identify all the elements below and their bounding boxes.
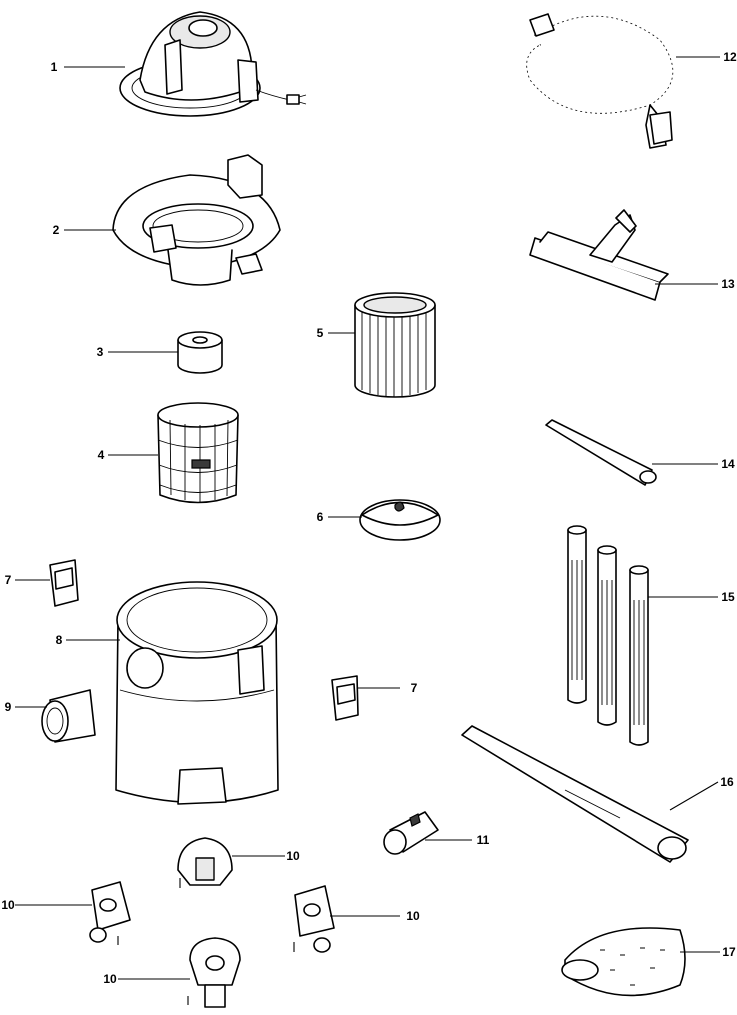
callout-16: 16: [720, 775, 734, 789]
callout-1: 1: [51, 60, 58, 74]
callout-10a: 10: [286, 849, 300, 863]
part-float-cage: [158, 403, 238, 503]
callout-10b: 10: [1, 898, 15, 912]
part-lid: [113, 155, 280, 285]
part-caster-d: [188, 938, 240, 1007]
part-caster-c: [294, 886, 334, 952]
callout-13: 13: [721, 277, 735, 291]
part-cartridge-filter: [355, 293, 435, 397]
callout-17: 17: [722, 945, 736, 959]
part-hose: [527, 14, 673, 148]
callout-6: 6: [317, 510, 324, 524]
callout-10c: 10: [406, 909, 420, 923]
callout-2: 2: [53, 223, 60, 237]
part-tank: [116, 582, 278, 804]
callout-7b: 7: [411, 681, 418, 695]
callout-14: 14: [721, 457, 735, 471]
part-filter-bag: [562, 928, 685, 995]
callout-10d: 10: [103, 972, 117, 986]
callout-15: 15: [721, 590, 735, 604]
part-caster-b: [90, 882, 130, 945]
part-utility-nozzle: [462, 726, 688, 862]
part-crevice-tool: [546, 420, 656, 485]
part-motor-head: [120, 12, 306, 116]
callout-8: 8: [56, 633, 63, 647]
callout-5: 5: [317, 326, 324, 340]
part-filter-cap: [360, 500, 440, 540]
part-inlet: [42, 690, 95, 742]
callout-3: 3: [97, 345, 104, 359]
part-bracket-right: [332, 676, 358, 720]
part-bracket-left: [50, 560, 78, 606]
part-foam-filter: [178, 332, 222, 373]
callout-12: 12: [723, 50, 737, 64]
callout-11: 11: [477, 833, 490, 847]
callout-7a: 7: [5, 573, 12, 587]
callout-9: 9: [5, 700, 12, 714]
part-caster-foot-a: [178, 838, 232, 888]
part-floor-nozzle: [530, 210, 668, 300]
part-extension-wands: [568, 526, 648, 745]
callout-4: 4: [98, 448, 105, 462]
part-hose-adapter: [384, 812, 438, 854]
